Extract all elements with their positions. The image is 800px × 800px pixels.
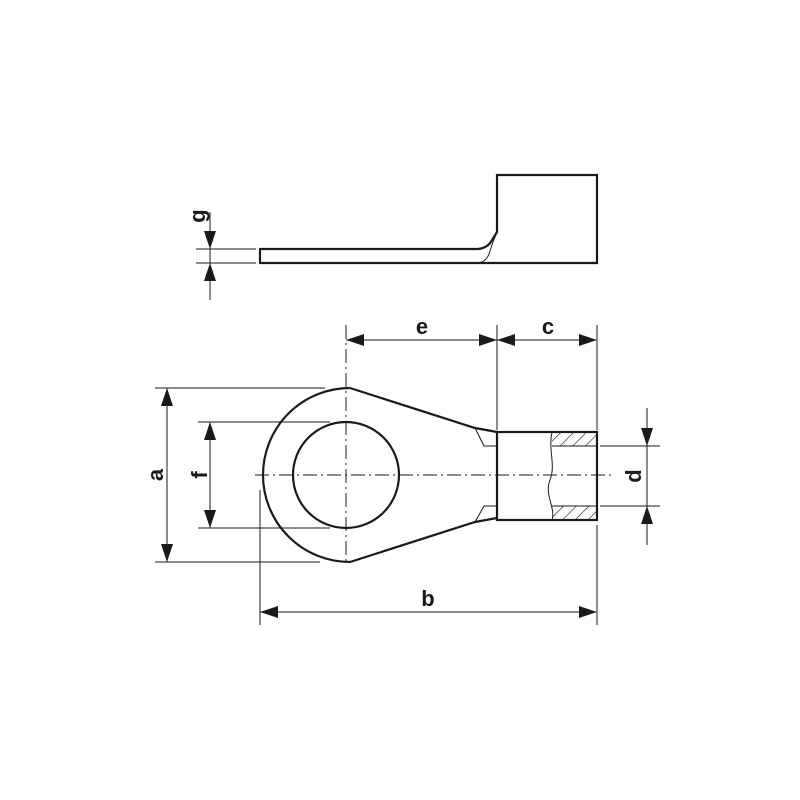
c-arrow-right [579, 334, 597, 346]
label-g: g [185, 209, 210, 222]
g-arrow-down [204, 231, 216, 249]
e-arrow-left [346, 334, 364, 346]
label-d: d [621, 469, 646, 482]
label-c: c [542, 314, 554, 339]
a-arrow-top [161, 388, 173, 406]
d-arrow-down [641, 428, 653, 446]
b-arrow-left [260, 606, 278, 618]
barrel [495, 430, 599, 522]
e-arrow-right [479, 334, 497, 346]
barrel-hatch-top [552, 433, 596, 446]
side-view-bend-line [477, 231, 498, 264]
label-b: b [421, 586, 434, 611]
label-f: f [187, 471, 212, 479]
c-arrow-left [497, 334, 515, 346]
a-arrow-bottom [161, 544, 173, 562]
side-view-outline [258, 173, 599, 265]
side-view: g [185, 173, 599, 300]
f-arrow-bottom [204, 510, 216, 528]
label-a: a [143, 468, 168, 481]
barrel-hatch-bottom [552, 506, 596, 519]
taper-chamfer [474, 427, 497, 523]
d-arrow-up [641, 506, 653, 524]
label-e: e [416, 314, 428, 339]
top-view: e c b a f d [143, 314, 660, 625]
g-arrow-up [204, 263, 216, 281]
f-arrow-top [204, 422, 216, 440]
b-arrow-right [579, 606, 597, 618]
barrel-break-line [547, 431, 554, 521]
